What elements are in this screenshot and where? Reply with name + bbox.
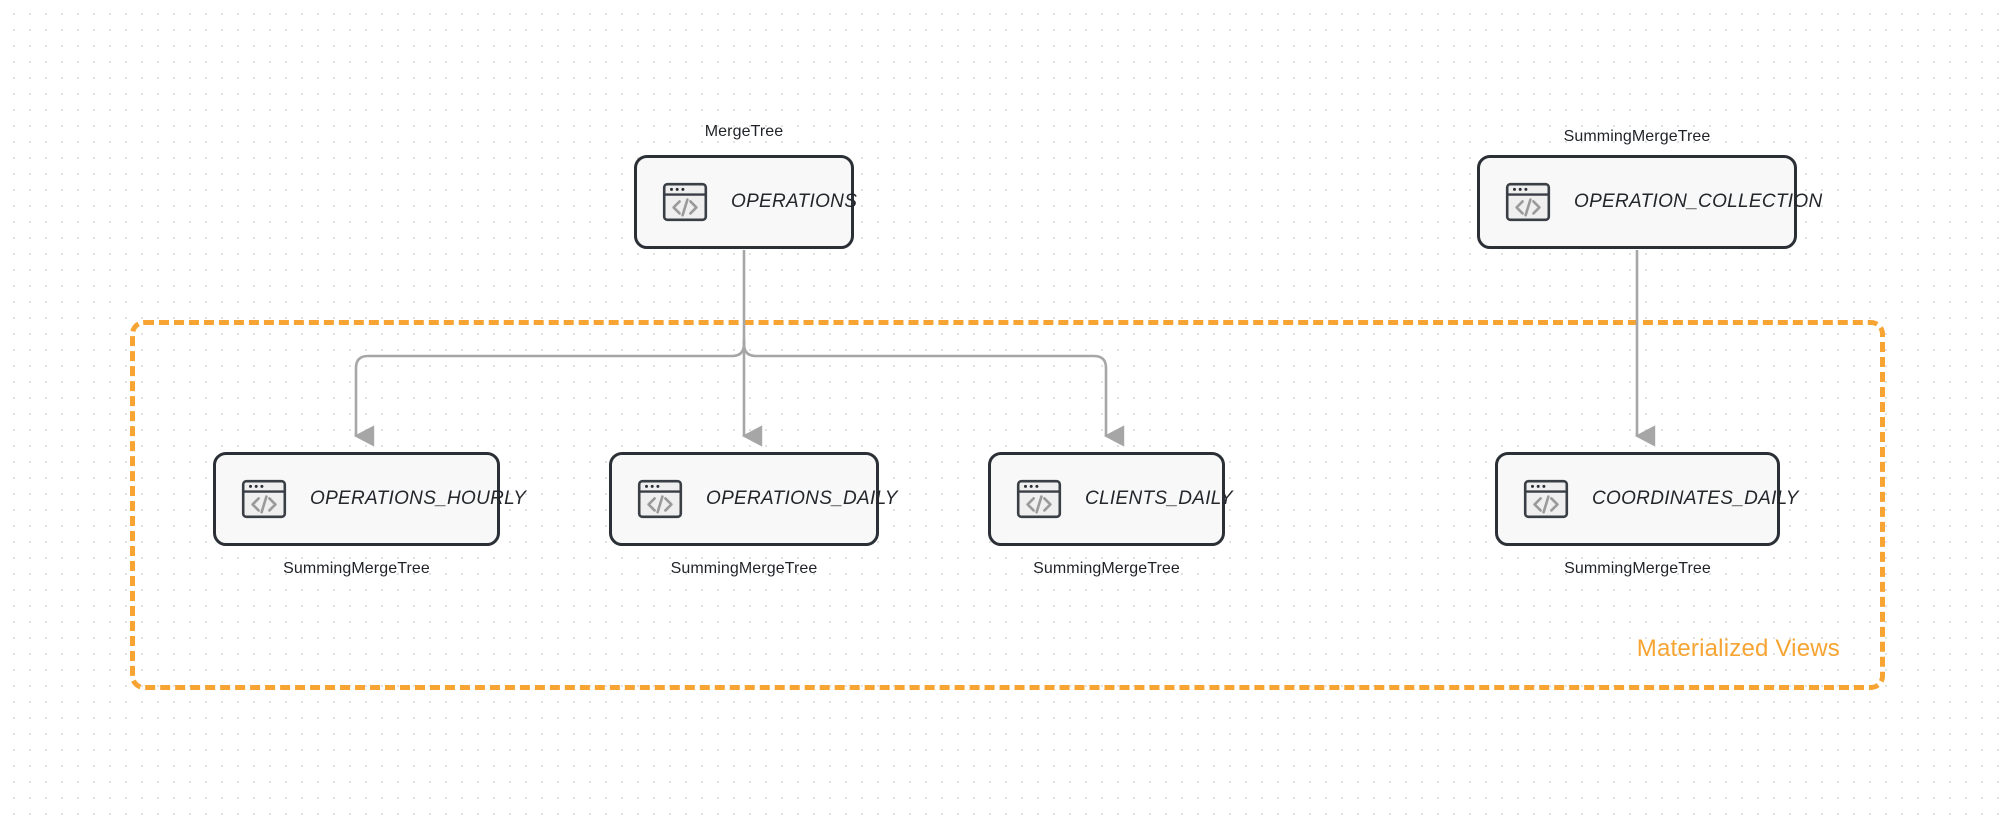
node-coordinates-daily[interactable]: COORDINATES_DAILY: [1495, 452, 1798, 546]
engine-label-operation-collection: SummingMergeTree: [1563, 128, 1711, 145]
node-clients-daily[interactable]: CLIENTS_DAILY: [988, 452, 1233, 546]
node-operations-hourly[interactable]: OPERATIONS_HOURLY: [213, 452, 526, 546]
engine-label-operations-hourly: SummingMergeTree: [283, 560, 430, 577]
materialized-views-group-label: Materialized Views: [1636, 635, 1840, 662]
node-operation-collection[interactable]: OPERATION_COLLECTION: [1477, 155, 1822, 249]
materialized-views-group: Materialized Views: [130, 320, 1885, 690]
node-clients-daily-label: CLIENTS_DAILY: [1085, 488, 1233, 509]
code-window-icon: [241, 479, 287, 519]
engine-label-clients-daily: SummingMergeTree: [1033, 560, 1180, 577]
code-window-icon: [1523, 479, 1569, 519]
node-operations-daily-label: OPERATIONS_DAILY: [706, 488, 898, 509]
code-window-icon: [662, 182, 708, 222]
node-operations-daily[interactable]: OPERATIONS_DAILY: [609, 452, 897, 546]
engine-label-operations: MergeTree: [704, 123, 784, 140]
node-operations[interactable]: OPERATIONS: [634, 155, 858, 249]
code-window-icon: [637, 479, 683, 519]
engine-label-operations-daily: SummingMergeTree: [670, 560, 818, 577]
node-operation-collection-label: OPERATION_COLLECTION: [1574, 191, 1823, 212]
node-operations-hourly-label: OPERATIONS_HOURLY: [310, 488, 527, 509]
engine-label-coordinates-daily: SummingMergeTree: [1564, 560, 1711, 577]
code-window-icon: [1016, 479, 1062, 519]
node-coordinates-daily-label: COORDINATES_DAILY: [1592, 488, 1799, 509]
node-operations-label: OPERATIONS: [731, 191, 858, 212]
code-window-icon: [1505, 182, 1551, 222]
